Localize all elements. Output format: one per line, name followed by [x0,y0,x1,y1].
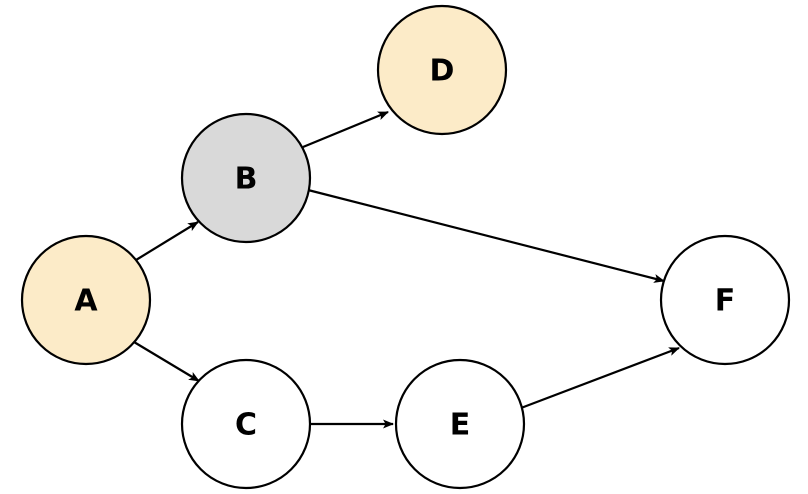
node-c[interactable]: C [180,358,312,490]
node-e[interactable]: E [394,358,526,490]
node-a-circle[interactable] [20,234,152,366]
node-f[interactable]: F [659,234,791,366]
node-d[interactable]: D [376,4,508,136]
node-b[interactable]: B [180,112,312,244]
node-b-circle[interactable] [180,112,312,244]
node-f-circle[interactable] [659,234,791,366]
nodes-layer: ABC D E F [20,4,791,490]
edge-a-to-c [133,341,200,382]
node-e-circle[interactable] [394,358,526,490]
edge-e-to-f [520,346,680,410]
edge-b-to-d [302,110,389,149]
node-a[interactable]: A [20,234,152,366]
edges-layer [133,110,680,429]
node-d-circle[interactable] [376,4,508,136]
node-c-circle[interactable] [180,358,312,490]
edge-a-to-b [135,221,199,261]
edge-b-to-f [307,188,665,283]
